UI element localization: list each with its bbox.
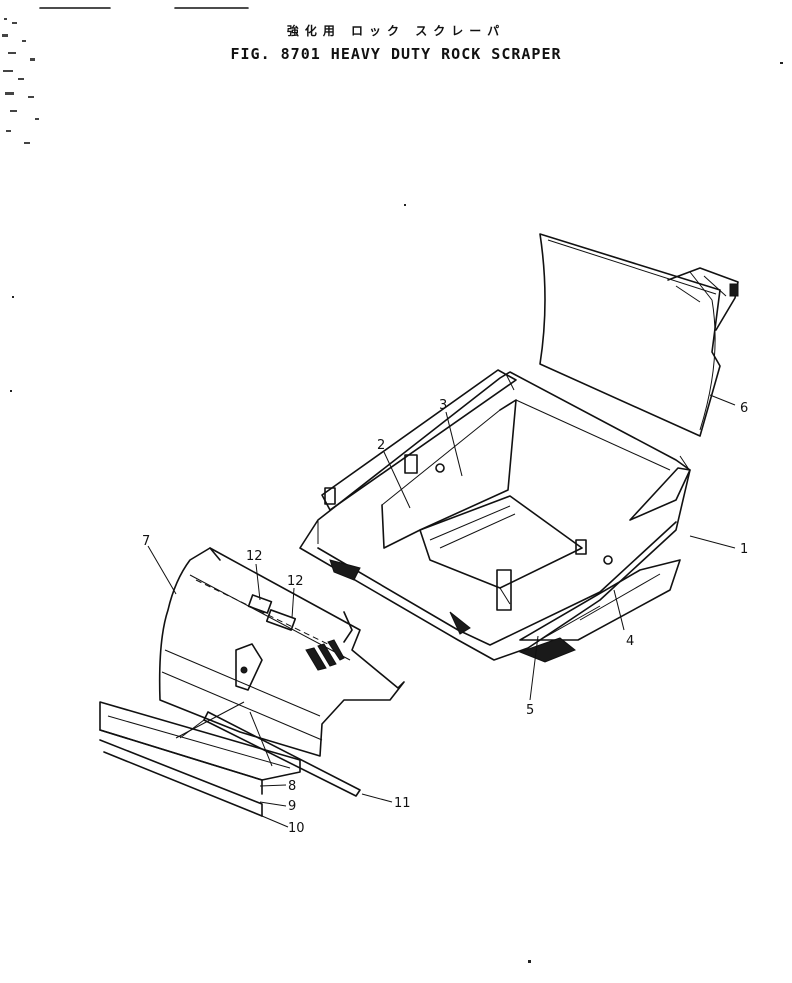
callout-8: 8	[288, 779, 296, 794]
callout-4: 4	[626, 634, 634, 649]
callout-12a: 12	[246, 549, 263, 564]
part-1-scraper-bowl	[299, 369, 691, 663]
callout-6: 6	[740, 401, 748, 416]
callout-1: 1	[740, 542, 748, 557]
callout-12b: 12	[287, 574, 304, 589]
scan-specks	[10, 62, 783, 963]
title-japanese: 強化用 ロック スクレーパ	[286, 24, 506, 38]
callout-11: 11	[394, 796, 411, 811]
callout-leaders	[147, 394, 736, 828]
callout-3: 3	[439, 398, 447, 413]
part-7-apron	[158, 547, 405, 757]
callout-5: 5	[526, 703, 534, 718]
part-6-dozer-blade	[539, 233, 739, 437]
figure-title: FIG. 8701 HEAVY DUTY ROCK SCRAPER	[230, 45, 562, 63]
parts-8-to-11-cutting-edge	[99, 701, 361, 817]
callout-7: 7	[142, 534, 150, 549]
callout-10: 10	[288, 821, 305, 836]
callout-labels: 1 2 3 4 5 6 7 8 9 10 11 12 12	[142, 398, 748, 836]
callout-2: 2	[377, 438, 385, 453]
callout-9: 9	[288, 799, 296, 814]
scan-noise	[2, 18, 39, 144]
